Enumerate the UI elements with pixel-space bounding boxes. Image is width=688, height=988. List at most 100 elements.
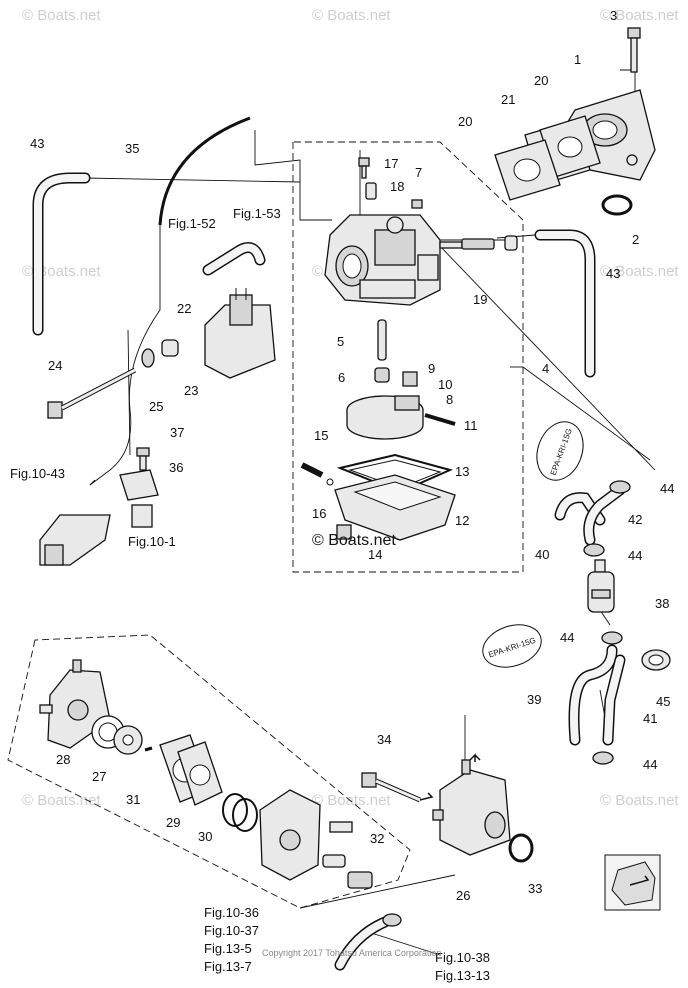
hose-clamp-44c	[601, 631, 623, 645]
grommet-45	[641, 649, 671, 671]
boats-net-stamp: © Boats.net	[312, 532, 396, 549]
pin-11	[424, 413, 456, 426]
callout-15: 15	[314, 428, 328, 443]
pump-cover	[259, 789, 321, 881]
main-jet-6	[374, 367, 390, 383]
callout-31: 31	[126, 792, 140, 807]
screw-31	[144, 746, 153, 752]
screw-7	[411, 199, 423, 209]
figure-references: Fig.1-52 Fig.1-53 Fig.10-43 Fig.10-1 Fig…	[10, 206, 490, 983]
callout-30: 30	[198, 829, 212, 844]
callout-29: 29	[166, 815, 180, 830]
callout-20: 20	[458, 114, 472, 129]
callout-16: 16	[312, 506, 326, 521]
callout-4: 4	[542, 361, 549, 376]
callout-41: 41	[643, 711, 657, 726]
callout-13: 13	[455, 464, 469, 479]
valve-plate	[113, 725, 143, 755]
fig-ref-13-7: Fig.13-7	[204, 959, 252, 974]
callout-19: 19	[473, 292, 487, 307]
plunger-spring	[322, 854, 373, 889]
diaphragm-30	[177, 741, 223, 806]
bolt-34	[361, 772, 421, 803]
callout-3: 3	[610, 8, 617, 23]
bolt-24	[47, 367, 137, 419]
fig-ref-13-13: Fig.13-13	[435, 968, 490, 983]
carburetor-body	[324, 214, 441, 306]
watermark-9: © Boats.net	[600, 792, 679, 809]
callout-34: 34	[377, 732, 391, 747]
fuel-hose-right	[534, 229, 596, 378]
collar-23	[161, 339, 179, 357]
spring-set	[222, 793, 258, 832]
fig-ref-10-38: Fig.10-38	[435, 950, 490, 965]
callout-10: 10	[438, 377, 452, 392]
callout-44-a: 44	[660, 481, 674, 496]
engine-orientation-icon	[604, 854, 661, 911]
fig-ref-10-1: Fig.10-1	[128, 534, 176, 549]
fig-ref-10-43: Fig.10-43	[10, 466, 65, 481]
callout-43-right: 43	[606, 266, 620, 281]
carburetor-group-outline	[292, 141, 524, 573]
callout-11: 11	[464, 418, 478, 433]
watermark-1: © Boats.net	[22, 7, 101, 24]
callout-12: 12	[455, 513, 469, 528]
callout-26: 26	[456, 888, 470, 903]
spring-18	[365, 182, 377, 200]
watermark-6: © Boats.net	[600, 263, 679, 280]
callout-8: 8	[446, 392, 453, 407]
callout-37: 37	[170, 425, 184, 440]
fig-10-1-part	[131, 504, 153, 528]
callout-17: 17	[384, 156, 398, 171]
fig-ref-1-52: Fig.1-52	[168, 216, 216, 231]
fuel-hose-left	[32, 172, 91, 336]
callout-5: 5	[337, 334, 344, 349]
callout-7: 7	[415, 165, 422, 180]
epa-tag-upper: EPA-KRI-15G	[536, 421, 584, 481]
callout-39: 39	[527, 692, 541, 707]
callout-44-d: 44	[643, 757, 657, 772]
callout-44-b: 44	[628, 548, 642, 563]
callout-28: 28	[56, 752, 70, 767]
copyright-notice: Copyright 2017 Tohatsu America Corporati…	[262, 948, 441, 958]
callout-45: 45	[656, 694, 670, 709]
fig-ref-10-36: Fig.10-36	[204, 905, 259, 920]
fig-ref-1-53: Fig.1-53	[233, 206, 281, 221]
callout-44-c: 44	[560, 630, 574, 645]
screw-17	[358, 157, 370, 179]
callout-labels: 3 1 20 21 20 2 43 35 17 18 7 19 43 22 5 …	[30, 8, 674, 903]
callout-43-left: 43	[30, 136, 44, 151]
bracket-fig-10-43	[39, 514, 111, 566]
float-bowl-12	[334, 474, 456, 541]
callout-24: 24	[48, 358, 62, 373]
screw-32	[329, 821, 353, 833]
callout-1: 1	[574, 52, 581, 67]
washer-25	[141, 348, 155, 368]
callout-9: 9	[428, 361, 435, 376]
hose-clamp-lower	[382, 913, 402, 927]
hose-clamp-44b	[583, 543, 605, 557]
needle-valve-5	[377, 319, 387, 361]
watermark-2: © Boats.net	[312, 7, 391, 24]
pilot-screw-19	[439, 235, 518, 251]
o-ring-2	[601, 194, 633, 216]
fuel-pump-26	[419, 753, 511, 856]
callout-21: 21	[501, 92, 515, 107]
fuel-filter-38	[587, 559, 615, 613]
callout-2: 2	[632, 232, 639, 247]
watermark-8: © Boats.net	[312, 792, 391, 809]
hose-clamp-44d	[592, 751, 614, 765]
bolt-3	[627, 27, 641, 73]
callout-25: 25	[149, 399, 163, 414]
callout-35: 35	[125, 141, 139, 156]
float-pin-9-10	[402, 371, 418, 387]
callout-20-top: 20	[534, 73, 548, 88]
drain-screw-15	[300, 462, 324, 478]
callout-14: 14	[368, 547, 382, 562]
cable-clamp-36	[119, 469, 159, 501]
o-ring-16	[326, 478, 334, 486]
callout-36: 36	[169, 460, 183, 475]
drain-plug-14	[336, 524, 352, 540]
callout-22: 22	[177, 301, 191, 316]
